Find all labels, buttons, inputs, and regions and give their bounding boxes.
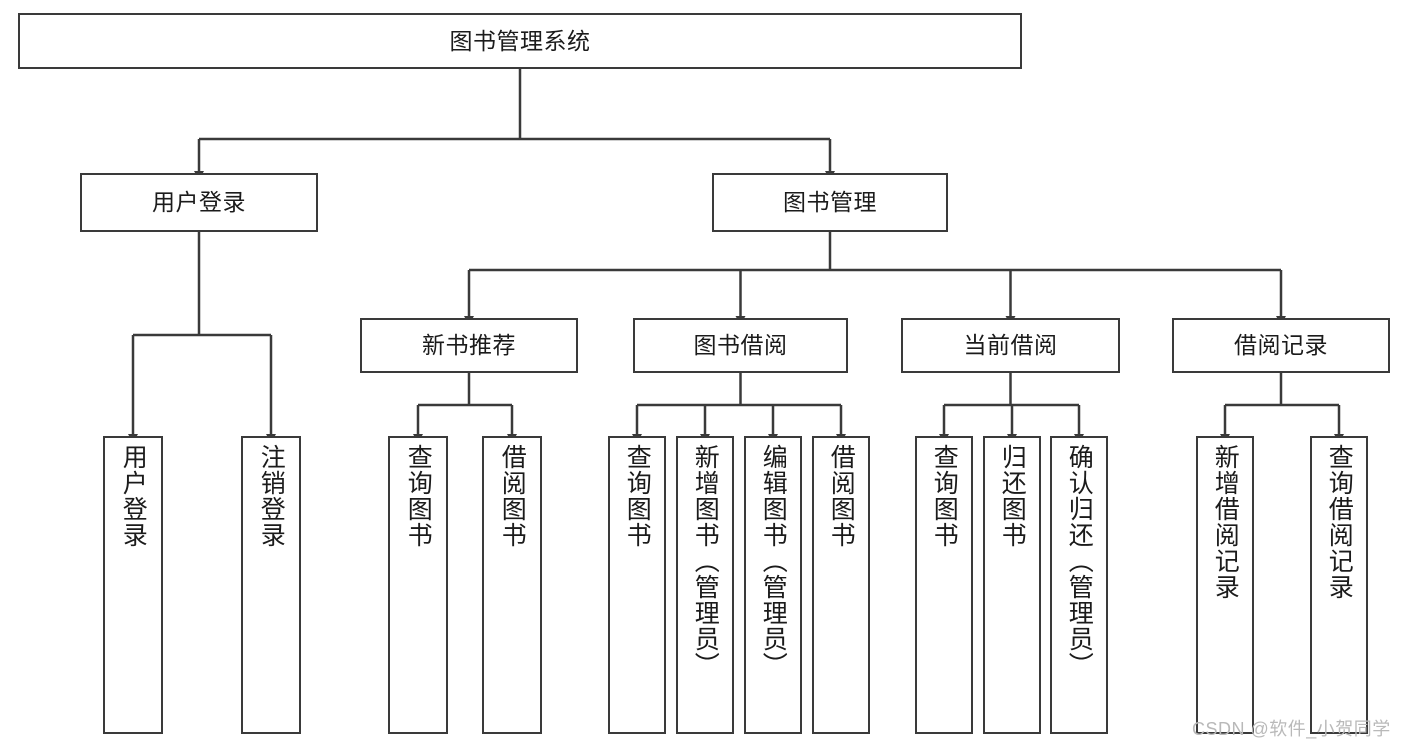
node-label: 新增借阅记录 <box>1211 444 1240 600</box>
node-leaf-rec-add[interactable]: 新增借阅记录 <box>1196 436 1254 734</box>
node-leaf-cur-confirm[interactable]: 确认归还（管理员） <box>1050 436 1108 734</box>
node-leaf-nb-borrow[interactable]: 借阅图书 <box>482 436 542 734</box>
node-leaf-cur-return[interactable]: 归还图书 <box>983 436 1041 734</box>
node-label: 注销登录 <box>257 444 286 548</box>
node-leaf-bw-add[interactable]: 新增图书（管理员） <box>676 436 734 734</box>
node-leaf-bw-edit[interactable]: 编辑图书（管理员） <box>744 436 802 734</box>
node-leaf-user-login[interactable]: 用户登录 <box>103 436 163 734</box>
node-label: 确认归还（管理员） <box>1065 444 1094 678</box>
node-label: 查询图书 <box>404 444 433 548</box>
node-leaf-bw-query[interactable]: 查询图书 <box>608 436 666 734</box>
node-label: 查询图书 <box>930 444 959 548</box>
node-label: 用户登录 <box>119 444 148 548</box>
node-label: 编辑图书（管理员） <box>759 444 788 678</box>
node-label: 查询借阅记录 <box>1325 444 1354 600</box>
node-label: 借阅图书 <box>827 444 856 548</box>
node-bookmgmt[interactable]: 图书管理 <box>712 173 948 232</box>
node-label: 查询图书 <box>623 444 652 548</box>
node-label: 借阅记录 <box>1234 332 1328 359</box>
node-label: 借阅图书 <box>498 444 527 548</box>
node-label: 图书管理系统 <box>449 27 591 54</box>
node-leaf-rec-query[interactable]: 查询借阅记录 <box>1310 436 1368 734</box>
node-leaf-nb-query[interactable]: 查询图书 <box>388 436 448 734</box>
node-label: 图书借阅 <box>693 332 788 359</box>
node-label: 用户登录 <box>152 189 246 216</box>
node-label: 图书管理 <box>783 189 877 216</box>
node-leaf-bw-lend[interactable]: 借阅图书 <box>812 436 870 734</box>
csdn-watermark: CSDN @软件_小贺同学 <box>1192 719 1391 739</box>
node-leaf-cur-query[interactable]: 查询图书 <box>915 436 973 734</box>
node-label: 当前借阅 <box>963 332 1058 359</box>
node-leaf-user-logout[interactable]: 注销登录 <box>241 436 301 734</box>
node-label: 新增图书（管理员） <box>691 444 720 678</box>
node-current[interactable]: 当前借阅 <box>901 318 1120 373</box>
node-label: 新书推荐 <box>422 332 516 359</box>
node-label: 归还图书 <box>998 444 1027 548</box>
node-borrow[interactable]: 图书借阅 <box>633 318 848 373</box>
tree-edges <box>128 69 1344 443</box>
node-newbooks[interactable]: 新书推荐 <box>360 318 578 373</box>
node-root[interactable]: 图书管理系统 <box>18 13 1022 69</box>
node-records[interactable]: 借阅记录 <box>1172 318 1390 373</box>
node-login[interactable]: 用户登录 <box>80 173 318 232</box>
